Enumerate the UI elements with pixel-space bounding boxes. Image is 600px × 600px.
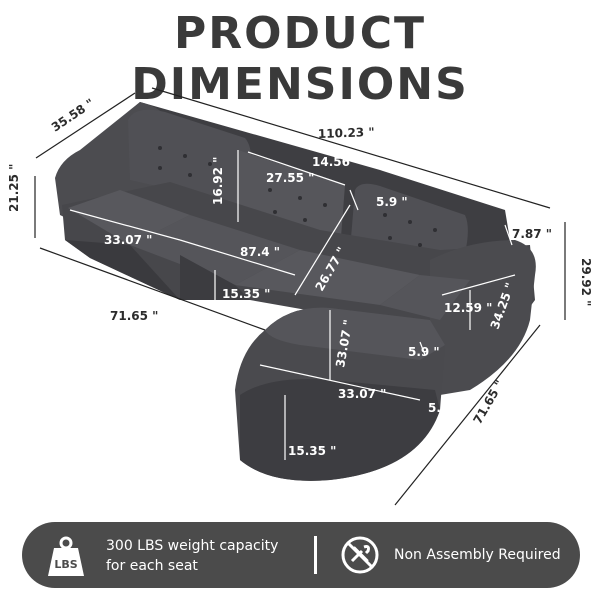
- dimension-lines: [34, 87, 566, 506]
- dim-label: 12.59 ": [444, 301, 492, 315]
- dim-label: 110.23 ": [318, 125, 375, 141]
- weight-line-2: for each seat: [106, 558, 198, 574]
- dim-label: 15.35 ": [222, 287, 270, 301]
- dim-label: 29.92 ": [579, 258, 593, 306]
- dim-label: 33.07 ": [338, 387, 386, 401]
- assembly-text: Non Assembly Required: [394, 547, 561, 563]
- dim-label: 21.25 ": [7, 164, 21, 212]
- dim-label: 16.92 ": [211, 157, 225, 205]
- weight-icon-label: LBS: [54, 558, 77, 571]
- dim-label: 14.56 ": [312, 155, 360, 169]
- weight-line-1: 300 LBS weight capacity: [106, 538, 279, 554]
- page-title: PRODUCT DIMENSIONS: [131, 8, 469, 110]
- sofa: [55, 102, 536, 481]
- dim-label: 5.9 ": [408, 345, 440, 359]
- dim-label: 27.55 ": [266, 171, 314, 185]
- dim-label: 5.9 ": [376, 195, 408, 209]
- dim-label: 71.65 ": [110, 309, 158, 323]
- divider: [314, 536, 317, 574]
- weight-capacity-text: 300 LBS weight capacity for each seat: [106, 536, 278, 576]
- dim-label: 15.35 ": [288, 444, 336, 458]
- features-bar: LBS 300 LBS weight capacity for each sea…: [22, 522, 580, 588]
- dim-label: 5.51 ": [428, 401, 468, 415]
- no-tools-icon: [341, 536, 379, 574]
- dimension-lines-white: [69, 150, 516, 460]
- dim-label: 87.4 ": [240, 245, 280, 259]
- sofa-illustration: 35.58 " 110.23 " 21.25 " 7.87 " 29.92 " …: [7, 87, 593, 506]
- weight-icon: LBS: [48, 536, 84, 576]
- dim-label: 7.87 ": [512, 227, 552, 241]
- dim-label: 33.07 ": [104, 233, 152, 247]
- dim-label: 35.58 ": [49, 96, 97, 135]
